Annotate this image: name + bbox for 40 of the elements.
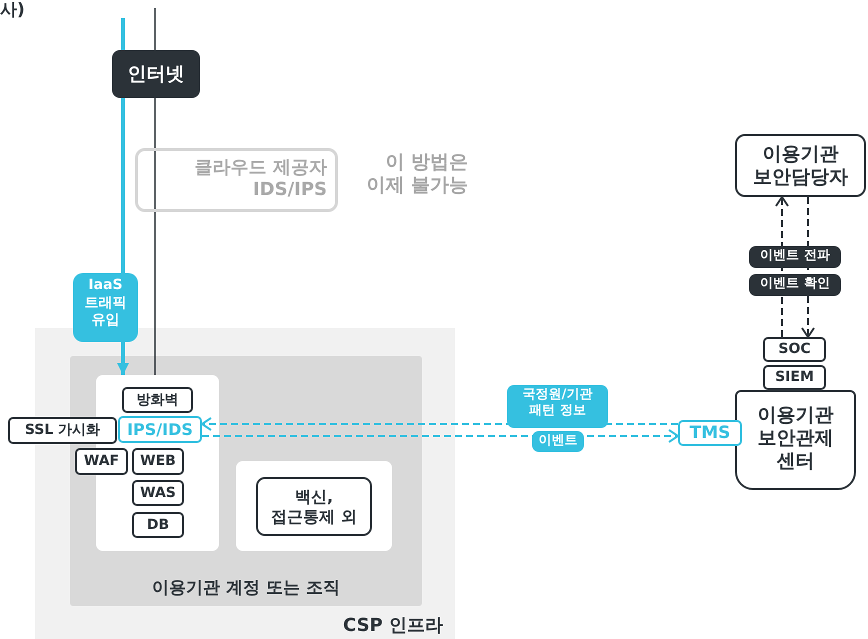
area-title: CSP 인프라: [343, 615, 443, 637]
component-box: [763, 365, 826, 390]
component-box: [763, 337, 826, 362]
component-box: [132, 480, 184, 506]
edge-label: IaaS 트래픽 유입: [73, 273, 138, 342]
edge-label: 이벤트: [532, 431, 584, 452]
heading-fragment: 사): [0, 0, 25, 20]
node-text: TMS: [690, 422, 730, 444]
node-text: 이용기관 보안담당자: [752, 142, 849, 188]
node-text: 인터넷: [128, 62, 184, 86]
area-title: 이용기관 계정 또는 조직: [151, 578, 341, 598]
node-text: DB: [146, 516, 170, 534]
node-text: WAS: [140, 484, 176, 502]
node-text: 이용기관 보안관제 센터: [756, 404, 834, 472]
edge-label: 이벤트 전파: [749, 246, 841, 268]
node-text: WAF: [84, 453, 120, 470]
node-text: SOC: [778, 341, 811, 358]
edge-label: 국정원/기관 패턴 정보: [507, 385, 608, 428]
highlight-box: [118, 416, 202, 443]
component-box: [75, 448, 128, 475]
component-box: [122, 387, 193, 413]
side-note: 이 방법은 이제 불가능: [365, 151, 468, 197]
node-text: IPS/IDS: [127, 420, 193, 440]
edge-label: 이벤트 확인: [749, 274, 841, 296]
component-box: [8, 417, 117, 444]
node-text: 방화벽: [136, 392, 178, 408]
node-text: SIEM: [775, 369, 814, 386]
highlight-box: [678, 420, 742, 446]
component-box: [132, 448, 184, 475]
node-text: SSL 가시화: [24, 422, 100, 439]
node-text: 클라우드 제공자 IDS/IPS: [194, 157, 327, 200]
component-box: [132, 512, 184, 538]
internet-box: [112, 50, 200, 98]
process-box: [256, 477, 372, 536]
node-text: 백신, 접근통제 외: [270, 487, 358, 526]
process-box: [735, 134, 866, 197]
center-box: [735, 390, 856, 490]
panel-background: [236, 461, 392, 551]
arrow: [202, 429, 679, 443]
node-text: WEB: [140, 453, 176, 470]
